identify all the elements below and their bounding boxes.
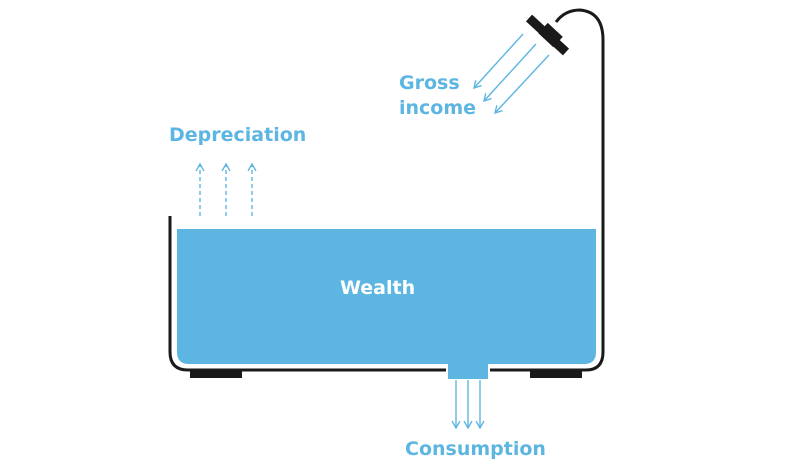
gross-income-label: Gross income (399, 71, 476, 121)
gross-income-arrow-2 (483, 43, 537, 103)
depreciation-arrows (195, 162, 257, 216)
tub-foot-left (190, 371, 242, 378)
consumption-label: Consumption (405, 438, 546, 460)
drain-icon (448, 363, 488, 379)
gross-income-arrows (473, 33, 550, 115)
faucet-icon (525, 14, 570, 56)
consumption-arrows (451, 380, 485, 430)
gross-income-label-line1: Gross (399, 72, 460, 94)
gross-income-arrow-1 (473, 33, 524, 90)
bathtub-icon (168, 8, 605, 372)
gross-income-arrow-3 (494, 54, 550, 115)
gross-income-label-line2: income (399, 97, 477, 119)
depreciation-label: Depreciation (169, 124, 307, 146)
tub-foot-right (530, 371, 582, 378)
wealth-label: Wealth (340, 277, 416, 299)
wealth-water (177, 229, 596, 364)
